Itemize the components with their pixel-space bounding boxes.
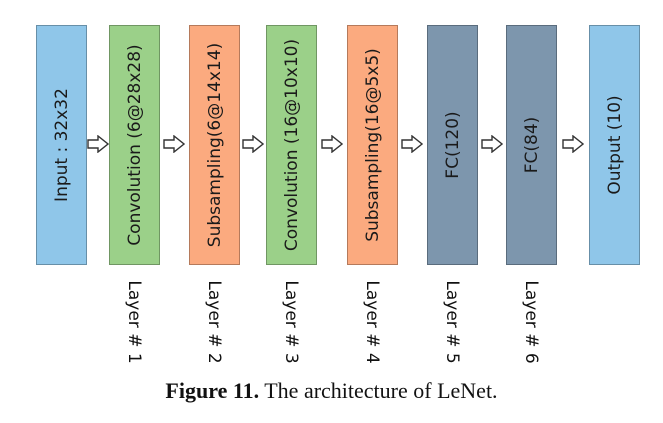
subsampling1-block-label: Subsampling(6@14x14) — [204, 42, 225, 248]
subsampling2-block: Subsampling(16@5x5) — [347, 25, 398, 265]
input-block-label: Input : 32x32 — [51, 88, 72, 202]
figure-caption-text: The architecture of LeNet. — [259, 378, 498, 403]
input-block: Input : 32x32 — [36, 25, 87, 265]
conv2-block-label: Convolution (16@10x10) — [281, 38, 302, 252]
layer-4-text: Layer # 4 — [362, 280, 382, 364]
layer-3-text: Layer # 3 — [281, 280, 301, 364]
right-arrow-icon — [481, 135, 503, 153]
right-arrow-icon — [401, 135, 423, 153]
fc120-block-label: FC(120) — [442, 111, 463, 179]
layer-5-text: Layer # 5 — [442, 280, 462, 364]
conv1-block: Convolution (6@28x28) — [109, 25, 160, 265]
layer-6-text: Layer # 6 — [521, 280, 541, 364]
subsampling1-block: Subsampling(6@14x14) — [189, 25, 240, 265]
output-block: Output (10) — [589, 25, 640, 265]
subsampling2-block-label: Subsampling(16@5x5) — [362, 48, 383, 242]
right-arrow-icon — [87, 135, 109, 153]
right-arrow-icon — [562, 135, 584, 153]
right-arrow-icon — [163, 135, 185, 153]
output-block-label: Output (10) — [604, 95, 625, 195]
conv1-block-label: Convolution (6@28x28) — [124, 44, 145, 246]
fc120-block: FC(120) — [427, 25, 478, 265]
right-arrow-icon — [242, 135, 264, 153]
layer-1-text: Layer # 1 — [124, 280, 144, 364]
fc84-block-label: FC(84) — [521, 116, 542, 174]
fc84-block: FC(84) — [506, 25, 557, 265]
layer-2-text: Layer # 2 — [204, 280, 224, 364]
figure-caption: Figure 11. The architecture of LeNet. — [0, 378, 663, 404]
figure-number: Figure 11. — [165, 378, 260, 403]
conv2-block: Convolution (16@10x10) — [266, 25, 317, 265]
right-arrow-icon — [321, 135, 343, 153]
